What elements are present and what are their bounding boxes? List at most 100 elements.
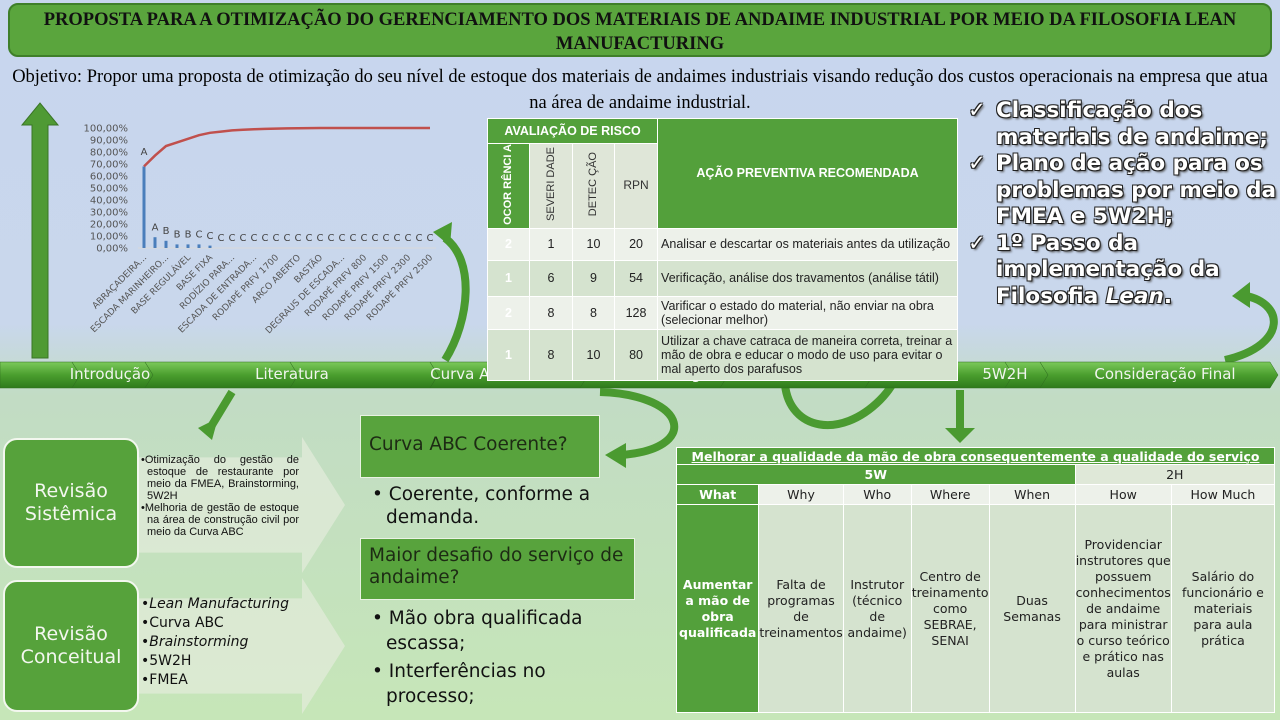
- class-label: C: [284, 233, 291, 244]
- bar: [153, 237, 157, 248]
- 5w2h-table: Melhorar a qualidade da mão de obra cons…: [675, 447, 1276, 713]
- col-severidade: SEVERI DADE: [544, 147, 557, 222]
- col-how-much: How Much: [1170, 484, 1276, 505]
- class-label: A: [152, 222, 159, 233]
- y-tick-label: 0,00%: [96, 244, 128, 255]
- y-tick-label: 10,00%: [90, 232, 128, 243]
- answer-list: • Coerente, conforme a demanda.: [368, 483, 608, 529]
- systemic-list: •Otimização do gestão de estoque de rest…: [141, 454, 299, 538]
- arrow-shape: [130, 578, 345, 714]
- revisao-conceitual-box: Revisão Conceitual: [3, 580, 139, 712]
- cell: 1: [529, 227, 573, 261]
- 2h-header: 2H: [1074, 464, 1276, 485]
- class-label: C: [328, 233, 335, 244]
- class-label: C: [251, 233, 258, 244]
- col-where: Where: [910, 484, 990, 505]
- check-text-lean: Lean: [1105, 283, 1164, 309]
- list-item: •Brainstorming: [141, 634, 249, 650]
- col-how: How: [1074, 484, 1172, 505]
- curved-arrow-icon: [441, 234, 470, 363]
- check-item: ✓Plano de ação para os problemas por mei…: [968, 151, 1278, 231]
- cell-who: Instrutor (técnico de andaime): [842, 504, 912, 713]
- timeline-step-introducao[interactable]: Introdução: [69, 365, 151, 383]
- class-label: C: [273, 233, 280, 244]
- class-label: C: [394, 233, 401, 244]
- class-label: C: [317, 233, 324, 244]
- class-label: C: [361, 233, 368, 244]
- risk-group-header: AVALIAÇÃO DE RISCO: [486, 118, 659, 144]
- list-item: • Mão obra qualificada escassa;: [372, 608, 583, 654]
- cell-when: Duas Semanas: [988, 504, 1076, 713]
- col-who: Who: [842, 484, 912, 505]
- item-text: Brainstorming: [149, 634, 249, 650]
- arrow-shape: [130, 437, 345, 573]
- curved-arrow-icon: [1224, 291, 1278, 364]
- class-label: C: [350, 233, 357, 244]
- class-label: C: [427, 233, 434, 244]
- results-checklist: ✓ Classificação dos materiais de andaime;…: [968, 98, 1278, 310]
- bar: [164, 240, 168, 248]
- list-item: •Otimização do gestão de estoque de rest…: [141, 454, 299, 502]
- cell: 128: [613, 295, 659, 330]
- col-what: What: [675, 484, 760, 505]
- item-text: Curva ABC: [149, 615, 224, 631]
- col-deteccao: DETEC ÇÃO: [587, 152, 599, 217]
- cell: Utilizar a chave catraca de maneira corr…: [657, 328, 958, 381]
- class-label: C: [295, 233, 302, 244]
- 5w2h-title: Melhorar a qualidade da mão de obra cons…: [676, 447, 1275, 465]
- check-text: 1º Passo da implementação da Filosofia L…: [996, 231, 1278, 311]
- list-item: •Curva ABC: [141, 615, 224, 631]
- cell: 1: [487, 259, 530, 297]
- y-tick-label: 40,00%: [90, 196, 128, 207]
- list-item: •5W2H: [141, 653, 192, 669]
- conceptual-list: •Lean Manufacturing •Curva ABC •Brainsto…: [141, 595, 341, 690]
- class-label: C: [240, 233, 247, 244]
- y-tick-label: 100,00%: [84, 124, 129, 135]
- up-arrow-icon: [20, 102, 60, 359]
- checkmark-icon: ✓: [968, 230, 987, 256]
- check-text: Classificação dos materiais de andaime;: [996, 98, 1269, 150]
- cell: Verificação, análise dos travamentos (an…: [657, 259, 958, 297]
- check-text-end: .: [1163, 283, 1172, 309]
- cell: 8: [529, 295, 573, 330]
- poster-title: PROPOSTA PARA A OTIMIZAÇÃO DO GERENCIAME…: [8, 3, 1272, 57]
- cell-where: Centro de treinamento como SEBRAE, SENAI: [910, 504, 990, 713]
- cell: 2: [487, 295, 530, 330]
- table-row: Aumentar a mão de obra qualificada Falta…: [675, 504, 1276, 713]
- cell: 10: [572, 227, 615, 261]
- y-tick-label: 70,00%: [90, 160, 128, 171]
- answer-text: Interferências no processo;: [386, 661, 546, 707]
- cell: 6: [529, 259, 573, 297]
- timeline-step-consideracao-final[interactable]: Consideração Final: [1094, 365, 1236, 383]
- cell-why: Falta de programas de treinamentos: [758, 504, 844, 713]
- y-tick-label: 20,00%: [90, 220, 128, 231]
- cell-what: Aumentar a mão de obra qualificada: [675, 504, 760, 713]
- cell: 54: [613, 259, 659, 297]
- answer-text: Coerente, conforme a demanda.: [386, 484, 591, 528]
- cumulative-line: [143, 126, 430, 168]
- check-text-part: 1º Passo da implementação da Filosofia: [996, 230, 1220, 309]
- list-item: • Interferências no processo;: [372, 661, 546, 707]
- bar: [197, 244, 201, 248]
- action-header: AÇÃO PREVENTIVA RECOMENDADA: [657, 118, 958, 229]
- timeline-step-literatura[interactable]: Literatura: [255, 365, 329, 383]
- y-tick-label: 80,00%: [90, 148, 128, 159]
- abc-pareto-chart: 0,00%10,00%20,00%30,00%40,00%50,00%60,00…: [84, 124, 436, 336]
- checkmark-icon: ✓: [968, 98, 987, 123]
- class-label: C: [262, 233, 269, 244]
- 5w-header: 5W: [676, 464, 1076, 485]
- question-box: Maior desafio do serviço de andaime?: [360, 538, 635, 600]
- class-label: C: [383, 233, 390, 244]
- curved-arrow-icon: [599, 388, 679, 459]
- class-label: C: [416, 233, 423, 244]
- list-item: • Coerente, conforme a demanda.: [372, 484, 591, 528]
- list-item: •Melhoria de gestão de estoque na área d…: [141, 502, 299, 538]
- class-label: C: [372, 233, 379, 244]
- timeline-step-5w2h[interactable]: 5W2H: [982, 365, 1028, 383]
- bar: [175, 244, 179, 248]
